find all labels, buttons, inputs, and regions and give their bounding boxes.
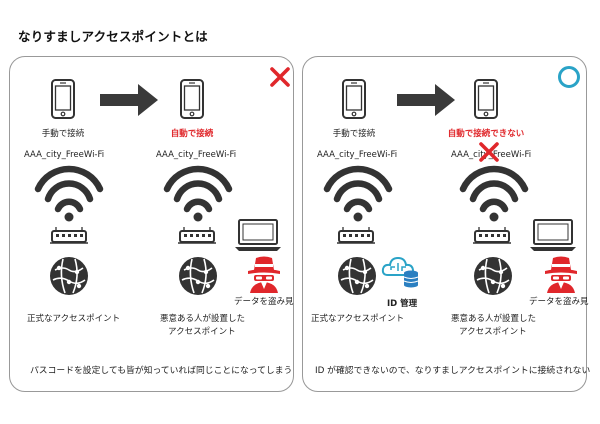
manual-connect-label: 手動で接続 (41, 129, 85, 139)
smartphone-icon (342, 79, 366, 119)
steal-data-label: データを盗み見 (529, 297, 589, 307)
spy-hacker-icon (248, 256, 280, 293)
smartphone-icon (51, 79, 75, 119)
router-icon (49, 226, 89, 244)
manual-connect-label: 手動で接続 (332, 129, 376, 139)
router-icon (336, 226, 376, 244)
blocked-cross-icon (479, 142, 499, 162)
official-ap-label: 正式なアクセスポイント (311, 314, 405, 324)
ssid-label-malicious: AAA_city_FreeWi-Fi (156, 150, 237, 160)
malicious-ap-label-line1: 悪意ある人が設置した (160, 314, 246, 324)
smartphone-icon (474, 79, 498, 119)
page-title: なりすましアクセスポイントとは (18, 29, 208, 44)
malicious-ap-label-line2: アクセスポイント (459, 327, 527, 337)
auto-connect-failed-label: 自動で接続できない (448, 127, 525, 139)
steal-data-label: データを盗み見 (234, 297, 294, 307)
wifi-icon (325, 167, 391, 223)
panel-caption: ID が確認できないので、なりすましアクセスポイントに接続されない (315, 366, 591, 376)
router-icon (177, 226, 217, 244)
wifi-icon (165, 167, 231, 223)
wifi-icon (461, 167, 527, 223)
laptop-icon (529, 219, 577, 252)
cloud-database-icon (381, 257, 419, 289)
panel-with-id-auth: 手動で接続 自動で接続できない AAA_city_FreeWi-Fi AAA_c… (302, 56, 591, 392)
arrow-right-icon (100, 84, 158, 116)
wifi-icon (36, 167, 102, 223)
spy-hacker-icon (545, 256, 577, 293)
smartphone-icon (180, 79, 204, 119)
ssid-label-official: AAA_city_FreeWi-Fi (24, 150, 105, 160)
router-icon (472, 226, 512, 244)
panel-without-id-auth: 手動で接続 自動で接続 AAA_city_FreeWi-Fi AAA_city_… (9, 56, 294, 392)
id-management-label: ID 管理 (387, 299, 418, 309)
panel-caption: パスコードを設定しても皆が知っていれば同じことになってしまう (30, 366, 293, 376)
auto-connect-label: 自動で接続 (170, 129, 214, 139)
circle-mark-icon (558, 66, 580, 88)
cannot-label: できない (490, 129, 525, 139)
ssid-label-official: AAA_city_FreeWi-Fi (317, 150, 398, 160)
arrow-right-icon (397, 84, 455, 116)
malicious-ap-label-line2: アクセスポイント (168, 327, 236, 337)
internet-globe-icon (49, 256, 89, 296)
laptop-icon (234, 219, 282, 252)
cross-mark-icon (270, 67, 290, 87)
internet-globe-icon (473, 256, 513, 296)
official-ap-label: 正式なアクセスポイント (27, 314, 121, 324)
malicious-ap-label-line1: 悪意ある人が設置した (451, 314, 537, 324)
auto-connect-label: 自動で接続 (447, 129, 491, 139)
internet-globe-icon (178, 256, 218, 296)
internet-globe-icon (337, 256, 377, 296)
